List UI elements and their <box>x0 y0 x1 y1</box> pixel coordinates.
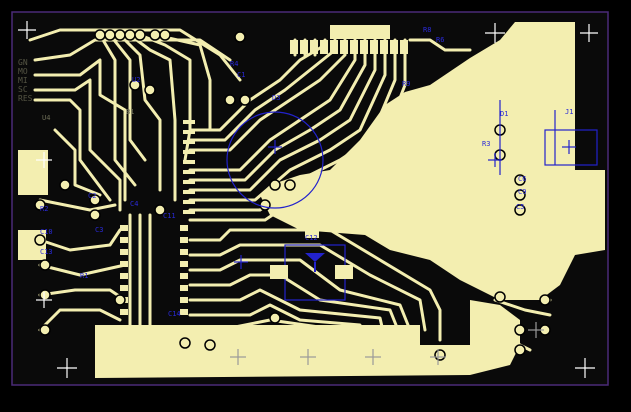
left-silk-gn: GN <box>18 58 28 67</box>
left-silk-sc: SC <box>18 85 28 94</box>
label-r6: R6 <box>436 36 445 44</box>
silk-blue <box>226 100 598 301</box>
crosshair-icon <box>18 21 598 378</box>
label-u4: U4 <box>42 114 51 122</box>
label-r8: R8 <box>423 26 432 34</box>
copper-pour <box>18 22 605 378</box>
header-pins <box>290 40 408 54</box>
label-c13: C13 <box>40 248 53 256</box>
ic-footprint-u2 <box>120 225 188 315</box>
transistor-icon <box>270 230 353 279</box>
label-c4: C4 <box>130 200 139 208</box>
j1-outline <box>544 129 598 166</box>
label-c6: C6 <box>518 175 527 183</box>
label-c3: C3 <box>95 226 104 234</box>
label-r2: R2 <box>40 205 49 213</box>
label-j1: J1 <box>565 108 574 116</box>
label-r9: R9 <box>402 80 411 88</box>
label-c12: C12 <box>305 234 318 242</box>
label-d3: D3 <box>272 94 281 102</box>
label-c10: C10 <box>40 228 53 236</box>
label-d1: D1 <box>500 110 509 118</box>
left-silk-mi: MI <box>18 76 28 85</box>
label-c1: C1 <box>237 71 246 79</box>
board-outline <box>11 11 609 386</box>
crystal-outline <box>226 111 324 209</box>
left-silk-mo: MO <box>18 67 28 76</box>
left-silk-res: RES <box>18 94 33 103</box>
label-r1: R1 <box>80 272 89 280</box>
label-c14: C14 <box>168 310 181 318</box>
left-silk-block: GN MO MI SC RES <box>18 58 32 103</box>
label-c9: C9 <box>518 188 527 196</box>
label-c2: C2 <box>88 192 97 200</box>
ic-footprint-u4 <box>183 120 195 214</box>
label-r3: R3 <box>482 140 491 148</box>
label-u2: U2 <box>132 76 141 84</box>
label-c5: C5 <box>516 203 525 211</box>
label-b1: B1 <box>126 108 135 116</box>
label-c11: C11 <box>163 212 176 220</box>
label-r4: R4 <box>230 60 239 68</box>
